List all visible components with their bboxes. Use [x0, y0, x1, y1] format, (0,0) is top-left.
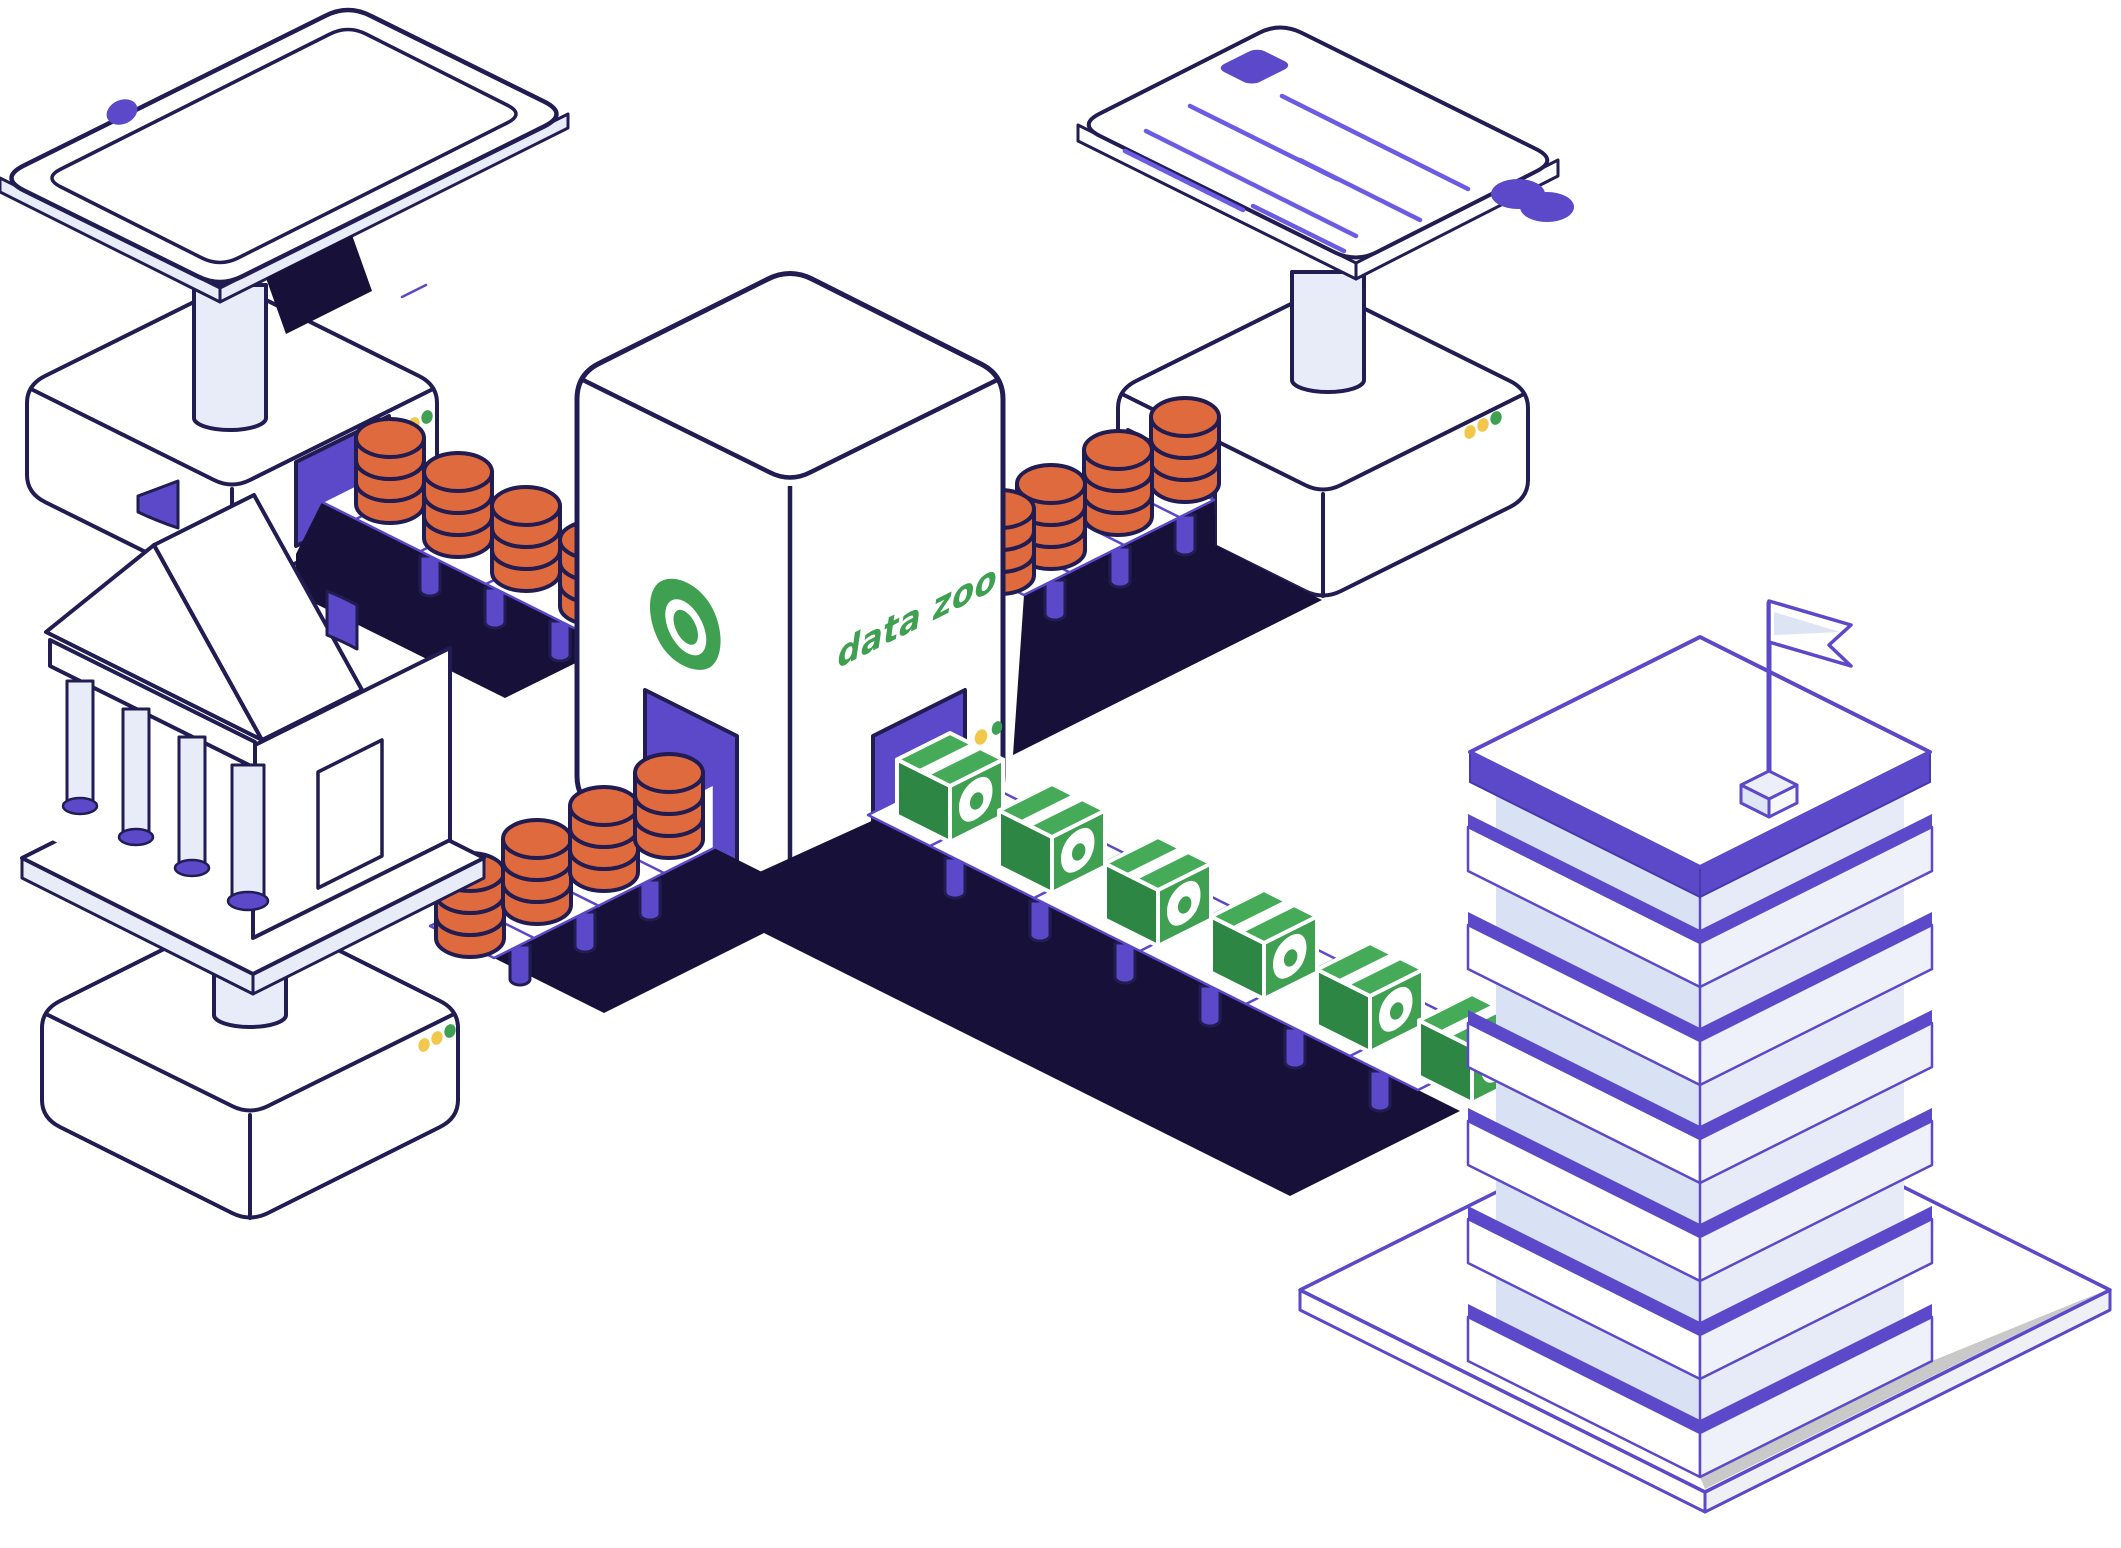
bank-station	[20, 493, 824, 1220]
pennant-flag-icon	[325, 589, 359, 651]
pennant-flag-icon	[136, 479, 180, 530]
mobile-device	[0, 7, 570, 334]
card-chip-icon	[1220, 49, 1289, 84]
rooftop-flag	[1739, 599, 1853, 819]
credit-card	[1076, 25, 1574, 281]
bank-roof	[152, 493, 364, 742]
card-station	[958, 25, 1574, 755]
bank-columns	[61, 679, 270, 912]
card-status-dots	[1464, 411, 1502, 439]
card-stripe-lines	[1122, 93, 1471, 254]
card-pedestal	[1290, 270, 1366, 394]
bank-building	[44, 493, 452, 940]
cube-status-dots	[974, 721, 1003, 745]
office-tower	[1466, 635, 1934, 1479]
building-shadow	[1700, 1291, 2104, 1489]
headquarters	[1298, 599, 2112, 1514]
mobile-pedestal	[192, 283, 268, 432]
card-logo-circles-icon	[1491, 179, 1574, 222]
data-zoo-logo-icon	[649, 564, 721, 685]
bank-status-dots	[418, 1024, 456, 1052]
card-conveyor	[958, 396, 1322, 755]
device-shadow	[266, 235, 372, 334]
package-conveyor	[698, 733, 1525, 1196]
bank-door	[316, 738, 384, 890]
tower-floors	[1466, 814, 1934, 1479]
mobile-station	[0, 7, 676, 698]
camera-dot-icon	[106, 99, 138, 125]
